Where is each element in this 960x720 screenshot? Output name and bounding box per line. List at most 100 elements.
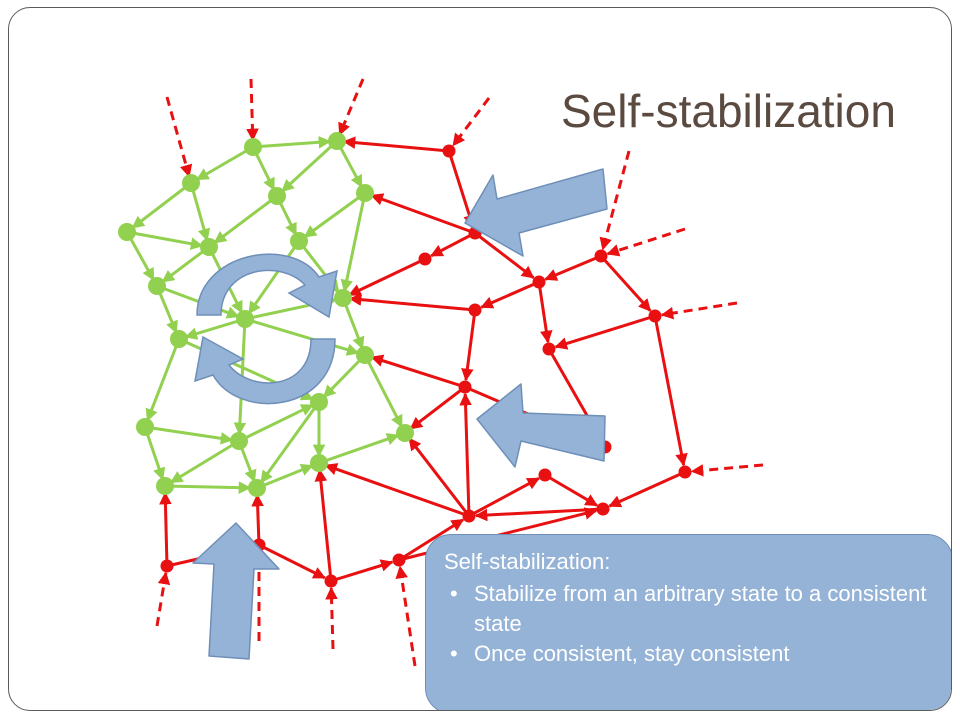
callout-bullet-1: Stabilize from an arbitrary state to a c… [444,579,936,639]
faulty-node [324,574,338,588]
external-edge [325,586,338,650]
callout-bullet-list: Stabilize from an arbitrary state to a c… [444,579,936,669]
stable-edge [131,181,192,229]
stable-edge [259,401,321,484]
stable-node [396,424,414,442]
stable-edge [322,353,367,399]
stable-node [328,132,346,150]
stable-edge [247,240,301,315]
external-edge [165,96,193,178]
stable-node [268,187,286,205]
stable-edge [164,481,252,494]
block-arrow-icon [464,168,608,257]
stable-edge [340,192,367,293]
stable-edge [189,182,211,242]
faulty-edge [430,231,476,258]
stable-edge [145,338,181,422]
stable-node [200,238,218,256]
faulty-edge [461,309,477,382]
external-edge [395,565,417,667]
external-edge [690,463,764,477]
stable-edge [341,297,365,350]
external-edge [155,571,171,627]
faulty-node [594,249,608,263]
faulty-node [542,342,556,356]
cycle-arrows-icon [194,335,336,405]
external-edge [660,301,738,320]
stable-node [310,454,328,472]
faulty-edge [342,136,450,153]
stable-edge [281,139,339,193]
faulty-node [442,144,456,158]
faulty-node [458,380,472,394]
stable-node [356,184,374,202]
stable-node [156,477,174,495]
faulty-edge [324,463,470,518]
stable-node [148,277,166,295]
faulty-edge [348,257,426,297]
network-diagram [118,78,764,667]
stable-edge [318,433,400,465]
faulty-edge [474,231,535,279]
stable-node [118,223,136,241]
stable-node [236,310,254,328]
stable-edge [143,426,166,481]
faulty-edge [159,491,172,567]
stable-edge [161,245,210,283]
stable-edge [184,317,246,340]
faulty-edge [370,354,466,389]
stable-edge [363,354,404,428]
faulty-node [532,275,546,289]
faulty-edge [599,254,652,312]
faulty-node [648,309,662,323]
external-edge [599,150,631,251]
stable-edge [238,403,314,443]
faulty-edge [370,193,476,235]
faulty-node [160,559,174,573]
callout-bullet-2: Once consistent, stay consistent [444,639,936,669]
stable-node [290,232,308,250]
stable-node [356,346,374,364]
stable-edge [126,230,204,250]
stable-node [248,479,266,497]
stable-edge [169,439,240,484]
faulty-edge [474,507,604,522]
stable-edge [195,145,254,181]
stable-node [182,174,200,192]
faulty-edge [314,468,333,582]
stable-node [136,418,154,436]
cycle-arrows-icon [196,253,338,319]
faulty-edge [330,559,394,583]
faulty-node [462,509,476,523]
external-edge [452,97,491,147]
definition-callout: Self-stabilization: Stabilize from an ar… [425,534,951,710]
stable-edge [125,231,155,281]
block-arrow-icon [476,383,606,468]
faulty-edge [480,280,540,309]
stable-edge [303,191,366,239]
faulty-node [468,303,482,317]
callout-heading: Self-stabilization: [444,549,611,574]
stable-edge [144,425,234,445]
faulty-edge [537,281,553,344]
faulty-edge [544,254,602,281]
faulty-edge [348,293,476,312]
external-edge [606,227,686,257]
faulty-node [678,465,692,479]
faulty-edge [251,493,264,546]
stable-edge [256,464,314,490]
faulty-edge [468,477,540,518]
faulty-edge [398,518,465,562]
faulty-edge [544,473,599,507]
stable-node [244,138,262,156]
faulty-node [596,502,610,516]
stable-node [334,289,352,307]
faulty-edge [554,314,656,350]
faulty-node [392,553,406,567]
faulty-edge [459,392,472,517]
slide-title: Self-stabilization [561,85,896,137]
stable-node [230,432,248,450]
stable-edge [156,284,240,319]
stable-edge [244,317,360,356]
stable-edge [252,136,332,149]
